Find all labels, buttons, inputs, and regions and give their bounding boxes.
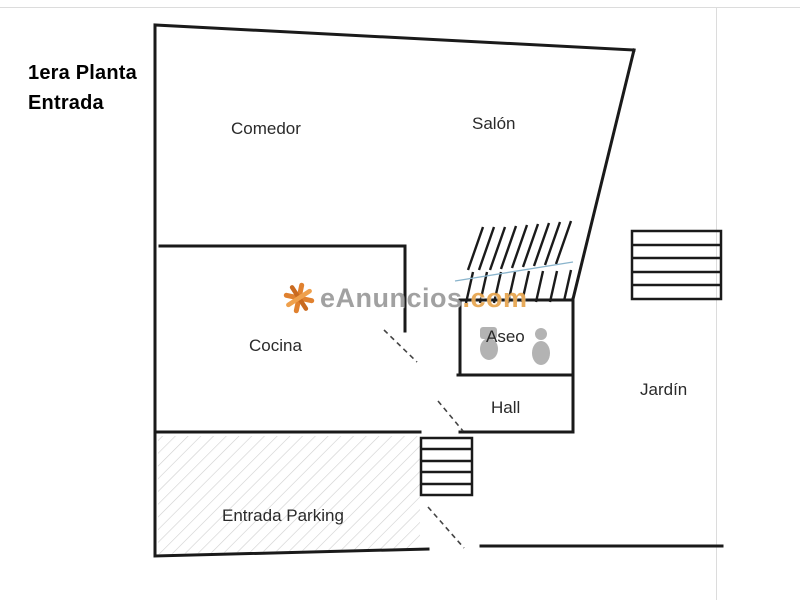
- room-label-jardin: Jardín: [640, 380, 688, 399]
- room-label-hall: Hall: [491, 398, 521, 417]
- interior-walls: [153, 244, 575, 434]
- room-label-cocina: Cocina: [249, 336, 302, 355]
- staircase-upper-treads: [466, 220, 573, 271]
- entry-stairs: [419, 436, 474, 497]
- room-label-comedor: Comedor: [231, 119, 301, 138]
- page-title-line1: 1era Planta: [28, 62, 137, 84]
- photo-frame-right-line: [716, 7, 717, 600]
- garden-hedge: [630, 229, 723, 301]
- staircase-lower-treads: [464, 269, 573, 304]
- room-label-salon: Salón: [472, 114, 516, 133]
- bathroom-fixtures: [480, 327, 550, 365]
- room-label-entrada-parking: Entrada Parking: [222, 506, 344, 525]
- photo-frame-top-line: [0, 7, 800, 8]
- stair-stringer-line: [454, 261, 574, 282]
- door-swing-dashes: [383, 329, 465, 549]
- page-title-line2: Entrada: [28, 92, 104, 114]
- room-label-aseo: Aseo: [486, 327, 525, 346]
- page-title: 1era Planta Entrada: [28, 58, 137, 118]
- exterior-walls: [153, 23, 724, 558]
- parking-hatch-area: [158, 436, 420, 554]
